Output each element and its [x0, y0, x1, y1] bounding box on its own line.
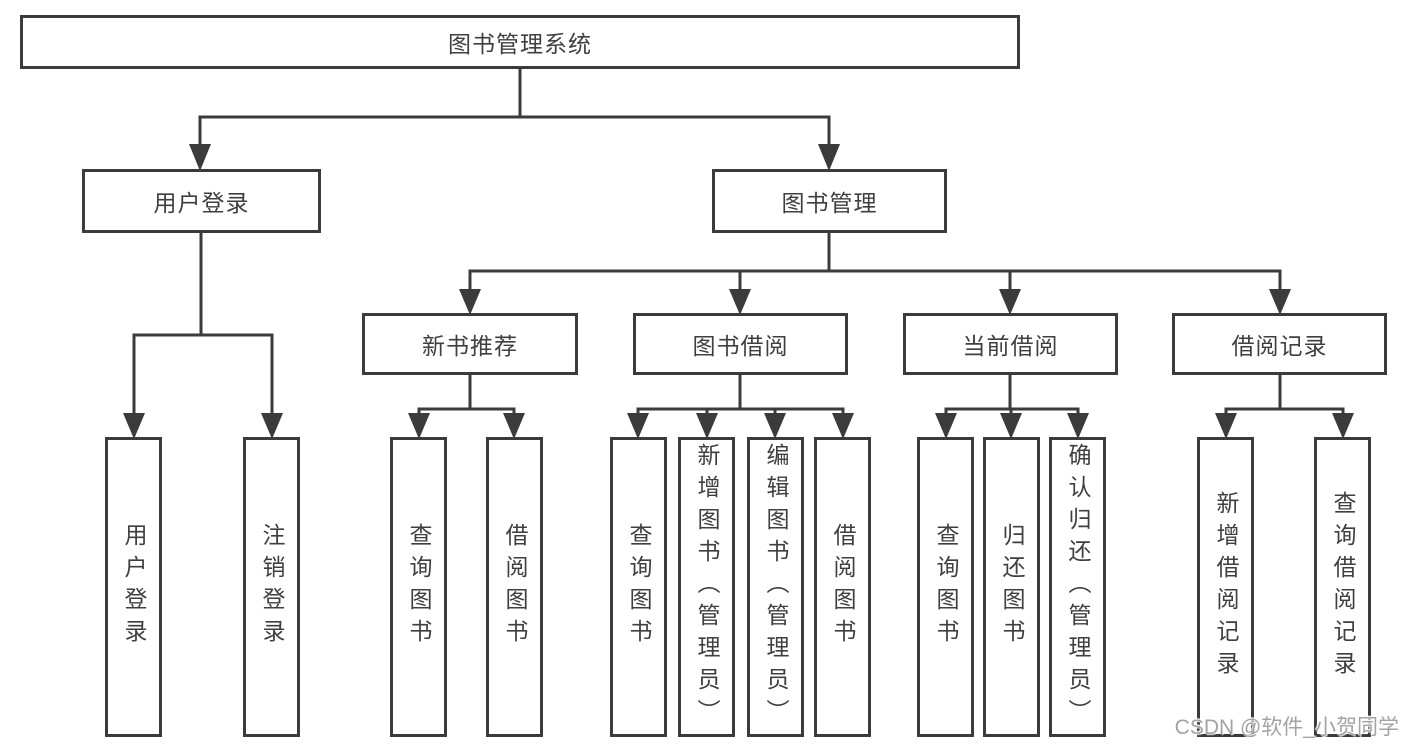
node-current-borrowing: 当前借阅	[903, 313, 1118, 375]
node-book-management: 图书管理	[712, 169, 947, 233]
leaf-query-borrow-record: 查询借阅记录	[1314, 437, 1371, 737]
leaf-logout: 注销登录	[243, 437, 300, 737]
node-user-login: 用户登录	[82, 169, 321, 233]
leaf-user-login: 用户登录	[105, 437, 162, 737]
node-new-book-recommendation: 新书推荐	[362, 313, 578, 375]
leaf-borrow-books: 借阅图书	[814, 437, 871, 737]
leaf-edit-books-admin: 编辑图书（管理员）	[747, 437, 804, 737]
leaf-query-books-current: 查询图书	[917, 437, 974, 737]
node-library-management-system: 图书管理系统	[20, 15, 1020, 69]
leaf-add-books-admin: 新增图书（管理员）	[678, 437, 735, 737]
node-borrowing-records: 借阅记录	[1172, 313, 1387, 375]
leaf-return-books: 归还图书	[983, 437, 1040, 737]
leaf-confirm-return-admin: 确认归还（管理员）	[1049, 437, 1106, 737]
leaf-query-books-recommend: 查询图书	[390, 437, 447, 737]
leaf-borrow-books-recommend: 借阅图书	[486, 437, 543, 737]
leaf-query-books-borrow: 查询图书	[610, 437, 667, 737]
node-book-borrowing: 图书借阅	[633, 313, 848, 375]
watermark: CSDN @软件_小贺同学	[1174, 716, 1399, 739]
leaf-add-borrow-record: 新增借阅记录	[1197, 437, 1254, 737]
